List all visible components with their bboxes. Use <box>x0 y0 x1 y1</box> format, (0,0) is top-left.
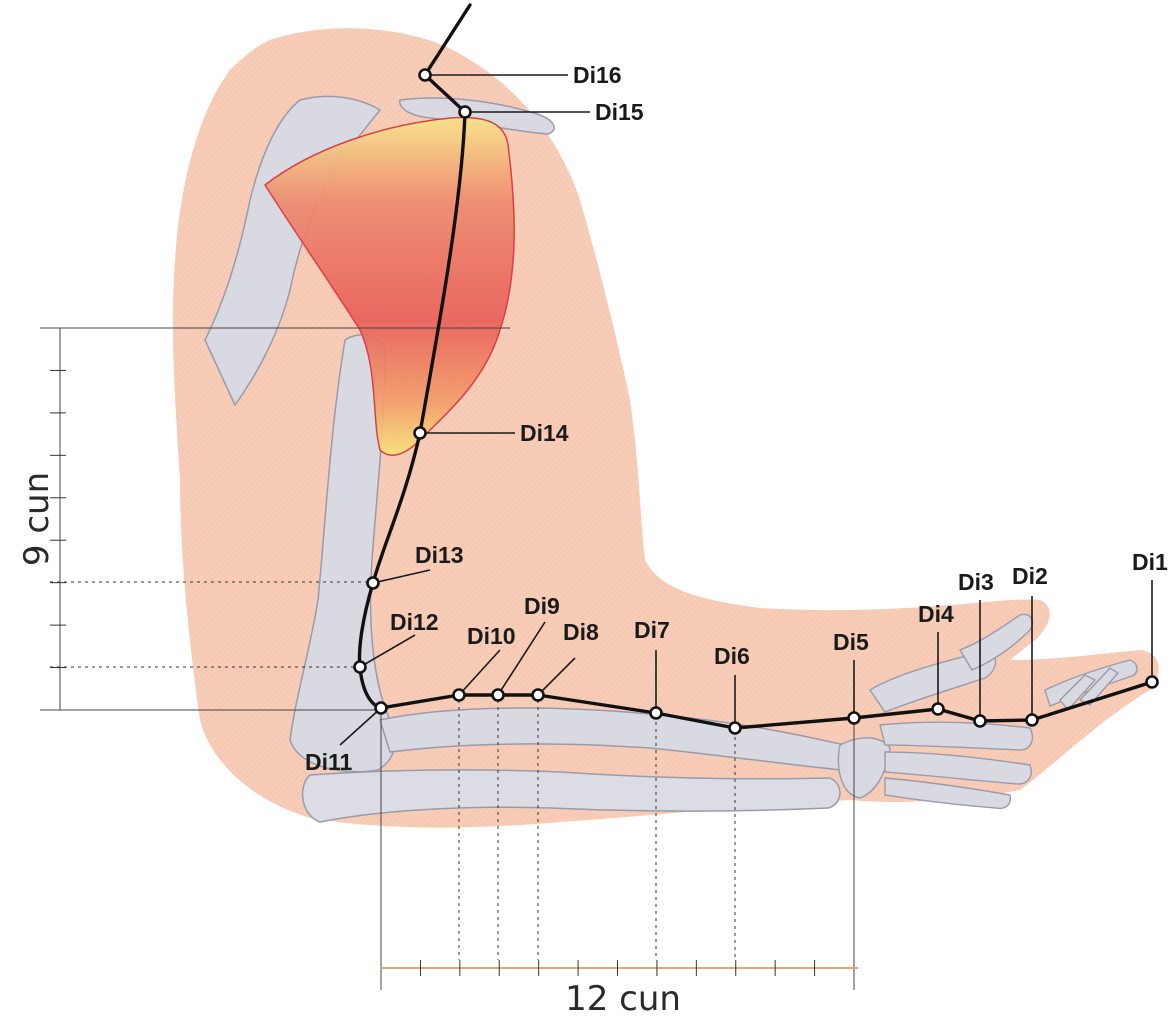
acupoint-di3 <box>975 716 986 727</box>
label-di3: Di3 <box>958 569 994 595</box>
label-di2: Di2 <box>1012 563 1048 589</box>
acupoint-di10 <box>454 690 465 701</box>
acupoint-di5 <box>849 713 860 724</box>
label-di13: Di13 <box>415 542 464 568</box>
acupoint-di2 <box>1027 715 1038 726</box>
label-di7: Di7 <box>634 617 670 643</box>
acupoint-di4 <box>933 704 944 715</box>
label-di9: Di9 <box>524 593 560 619</box>
label-di4: Di4 <box>918 601 954 627</box>
acupoint-di13 <box>368 578 379 589</box>
label-di14: Di14 <box>520 420 569 446</box>
horizontal-scale-label: 12 cun <box>565 979 681 1019</box>
acupoint-di15 <box>460 107 471 118</box>
acupoint-di11 <box>376 703 387 714</box>
acupoint-di12 <box>355 662 366 673</box>
acupoint-di9 <box>493 690 504 701</box>
vertical-scale-label: 9 cun <box>17 472 57 566</box>
acupoint-di8 <box>533 690 544 701</box>
acupoint-di16 <box>420 70 431 81</box>
acupoint-di7 <box>651 708 662 719</box>
label-di8: Di8 <box>563 619 599 645</box>
acupoint-di14 <box>415 428 426 439</box>
label-di11: Di11 <box>305 749 353 775</box>
acupoint-di1 <box>1147 677 1158 688</box>
label-di16: Di16 <box>573 62 622 88</box>
acupoint-di6 <box>730 723 741 734</box>
label-di15: Di15 <box>595 99 644 125</box>
label-di5: Di5 <box>833 629 869 655</box>
label-di10: Di10 <box>467 623 516 649</box>
label-di1: Di1 <box>1132 549 1168 575</box>
label-di6: Di6 <box>714 643 750 669</box>
label-di12: Di12 <box>390 609 439 635</box>
